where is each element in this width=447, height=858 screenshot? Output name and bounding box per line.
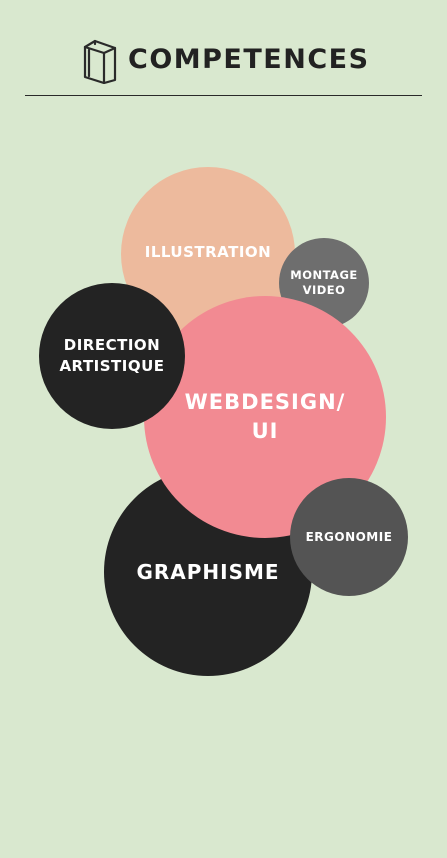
skill-label-direction-artistique: DIRECTION ARTISTIQUE [59,336,165,375]
skill-label-montage-video: MONTAGE VIDEO [290,268,358,297]
book-icon [82,38,118,85]
skill-bubble-direction-artistique: DIRECTION ARTISTIQUE [39,283,185,429]
skill-label-graphisme: GRAPHISME [136,560,280,584]
skill-label-webdesign-ui: WEBDESIGN/ UI [184,390,346,443]
skill-bubble-ergonomie: ERGONOMIE [290,478,408,596]
page-title: COMPETENCES [128,44,370,75]
page-header: COMPETENCES [0,0,447,98]
skill-label-ergonomie: ERGONOMIE [305,530,393,544]
skill-label-illustration: ILLUSTRATION [144,243,272,261]
header-divider [25,95,422,96]
